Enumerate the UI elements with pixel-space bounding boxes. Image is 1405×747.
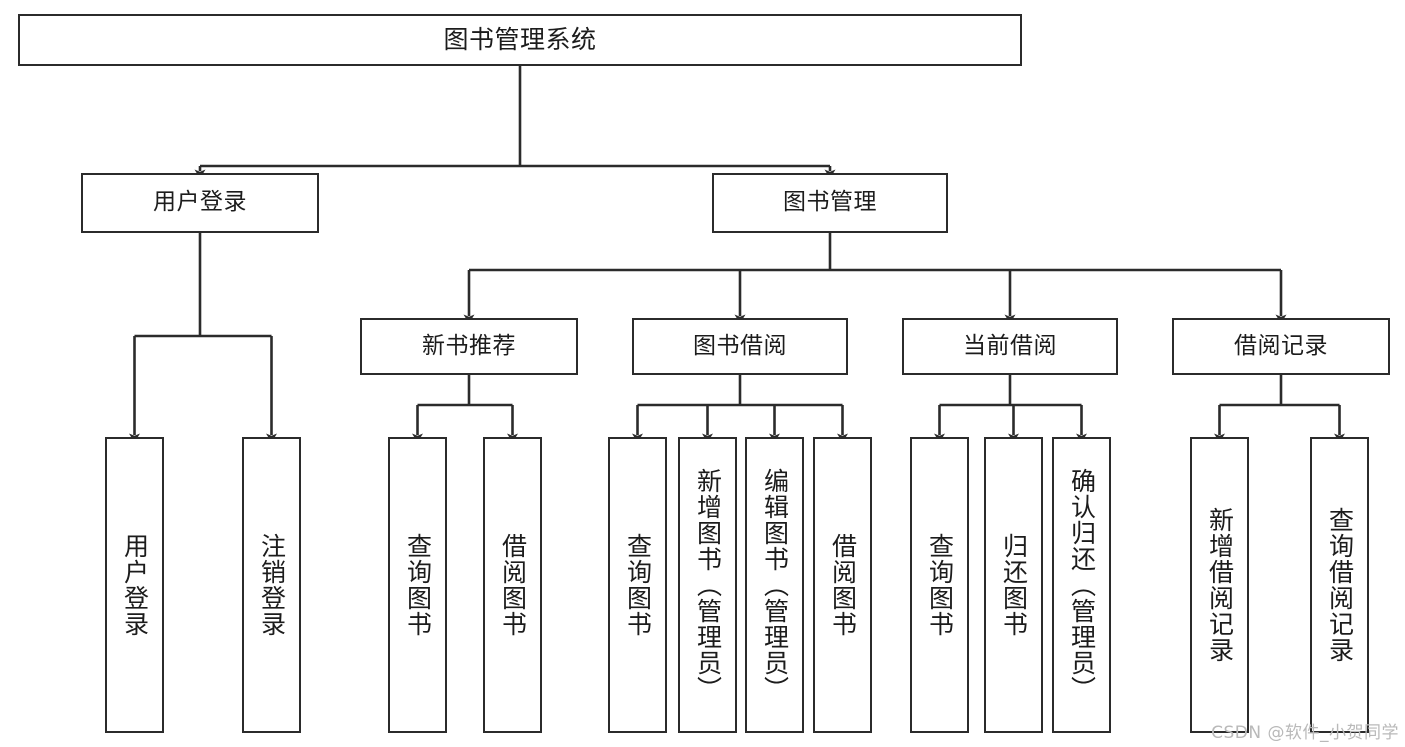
node-label: 查询图书: [925, 533, 955, 637]
node-leaf-add-book[interactable]: 新增图书（管理员）: [678, 437, 737, 733]
node-label: 编辑图书（管理员）: [760, 468, 790, 702]
node-leaf-logout[interactable]: 注销登录: [242, 437, 301, 733]
node-leaf-borrow-book-1[interactable]: 借阅图书: [483, 437, 542, 733]
node-leaf-query-book-3[interactable]: 查询图书: [910, 437, 969, 733]
node-leaf-query-book-1[interactable]: 查询图书: [388, 437, 447, 733]
node-leaf-user-login[interactable]: 用户登录: [105, 437, 164, 733]
node-label: 新书推荐: [422, 332, 516, 359]
node-label: 确认归还（管理员）: [1067, 468, 1097, 702]
node-label: 当前借阅: [963, 332, 1057, 359]
node-label: 新增图书（管理员）: [693, 468, 723, 702]
node-label: 查询图书: [403, 533, 433, 637]
node-bookmgmt[interactable]: 图书管理: [712, 173, 948, 233]
node-label: 借阅记录: [1234, 332, 1328, 359]
node-label: 图书借阅: [693, 332, 787, 359]
node-label: 注销登录: [257, 533, 287, 637]
node-label: 查询借阅记录: [1325, 507, 1355, 663]
node-login[interactable]: 用户登录: [81, 173, 319, 233]
node-label: 新增借阅记录: [1205, 507, 1235, 663]
node-leaf-query-record[interactable]: 查询借阅记录: [1310, 437, 1369, 733]
node-label: 借阅图书: [828, 533, 858, 637]
node-leaf-edit-book[interactable]: 编辑图书（管理员）: [745, 437, 804, 733]
node-leaf-confirm-return[interactable]: 确认归还（管理员）: [1052, 437, 1111, 733]
node-leaf-add-record[interactable]: 新增借阅记录: [1190, 437, 1249, 733]
node-label: 借阅图书: [498, 533, 528, 637]
node-root[interactable]: 图书管理系统: [18, 14, 1022, 66]
node-label: 查询图书: [623, 533, 653, 637]
csdn-watermark: CSDN @软件_小贺同学: [1211, 723, 1399, 743]
node-borrow[interactable]: 图书借阅: [632, 318, 848, 375]
node-leaf-borrow-book-2[interactable]: 借阅图书: [813, 437, 872, 733]
node-label: 归还图书: [999, 533, 1029, 637]
node-leaf-query-book-2[interactable]: 查询图书: [608, 437, 667, 733]
node-label: 图书管理: [783, 189, 877, 216]
node-records[interactable]: 借阅记录: [1172, 318, 1390, 375]
node-current[interactable]: 当前借阅: [902, 318, 1118, 375]
node-newbook[interactable]: 新书推荐: [360, 318, 578, 375]
node-label: 用户登录: [120, 533, 150, 637]
node-label: 用户登录: [153, 189, 247, 216]
node-leaf-return-book[interactable]: 归还图书: [984, 437, 1043, 733]
node-label: 图书管理系统: [443, 25, 597, 54]
